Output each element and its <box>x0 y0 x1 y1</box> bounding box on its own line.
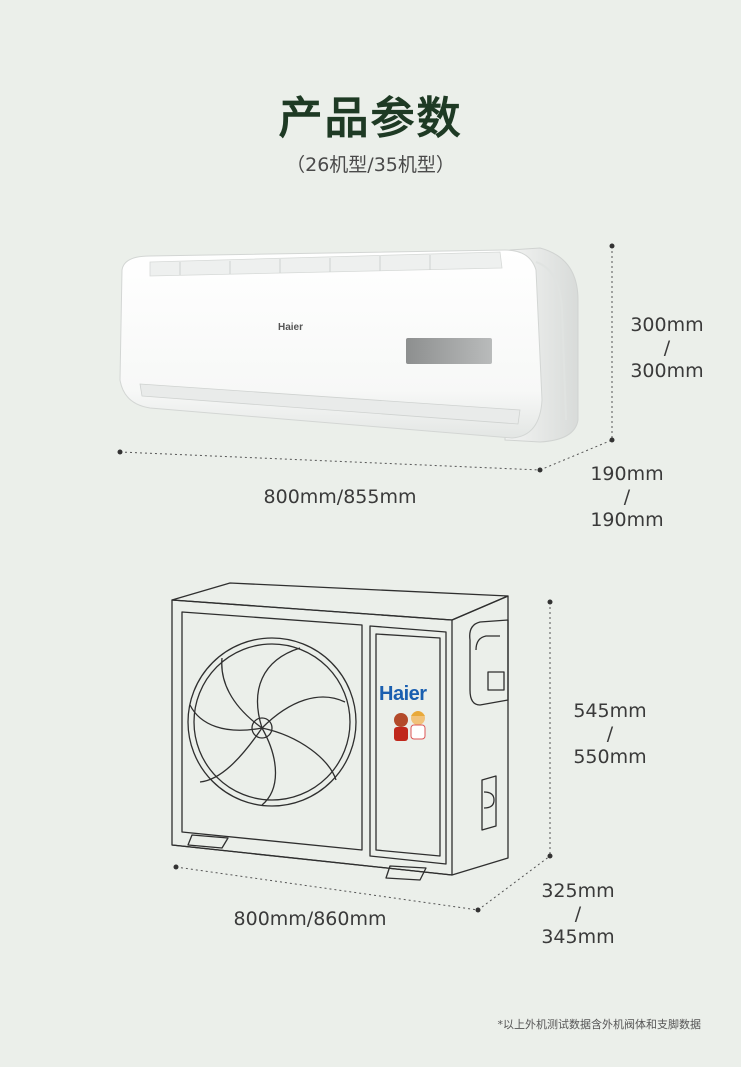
indoor-width-label: 800mm/855mm <box>263 486 417 508</box>
outdoor-brand-logo: Haier <box>379 683 427 705</box>
page-subtitle: （26机型/35机型） <box>286 154 455 176</box>
outdoor-width-label: 800mm/860mm <box>233 908 387 930</box>
outdoor-dimension-lines <box>175 602 551 911</box>
outdoor-unit-image <box>171 582 509 881</box>
indoor-dimension-lines <box>119 246 613 471</box>
outdoor-depth-label: 325mm / 345mm <box>541 880 615 948</box>
indoor-unit-image <box>119 247 579 443</box>
indoor-height-label: 300mm / 300mm <box>630 314 704 382</box>
display-window <box>406 338 492 364</box>
page-title: 产品参数 <box>278 93 463 144</box>
indoor-brand-logo: Haier <box>278 322 304 333</box>
footnote: *以上外机测试数据含外机阀体和支脚数据 <box>497 1018 702 1031</box>
indoor-depth-label: 190mm / 190mm <box>590 463 664 531</box>
outdoor-height-label: 545mm / 550mm <box>573 700 647 768</box>
mascot-icon <box>394 711 426 741</box>
